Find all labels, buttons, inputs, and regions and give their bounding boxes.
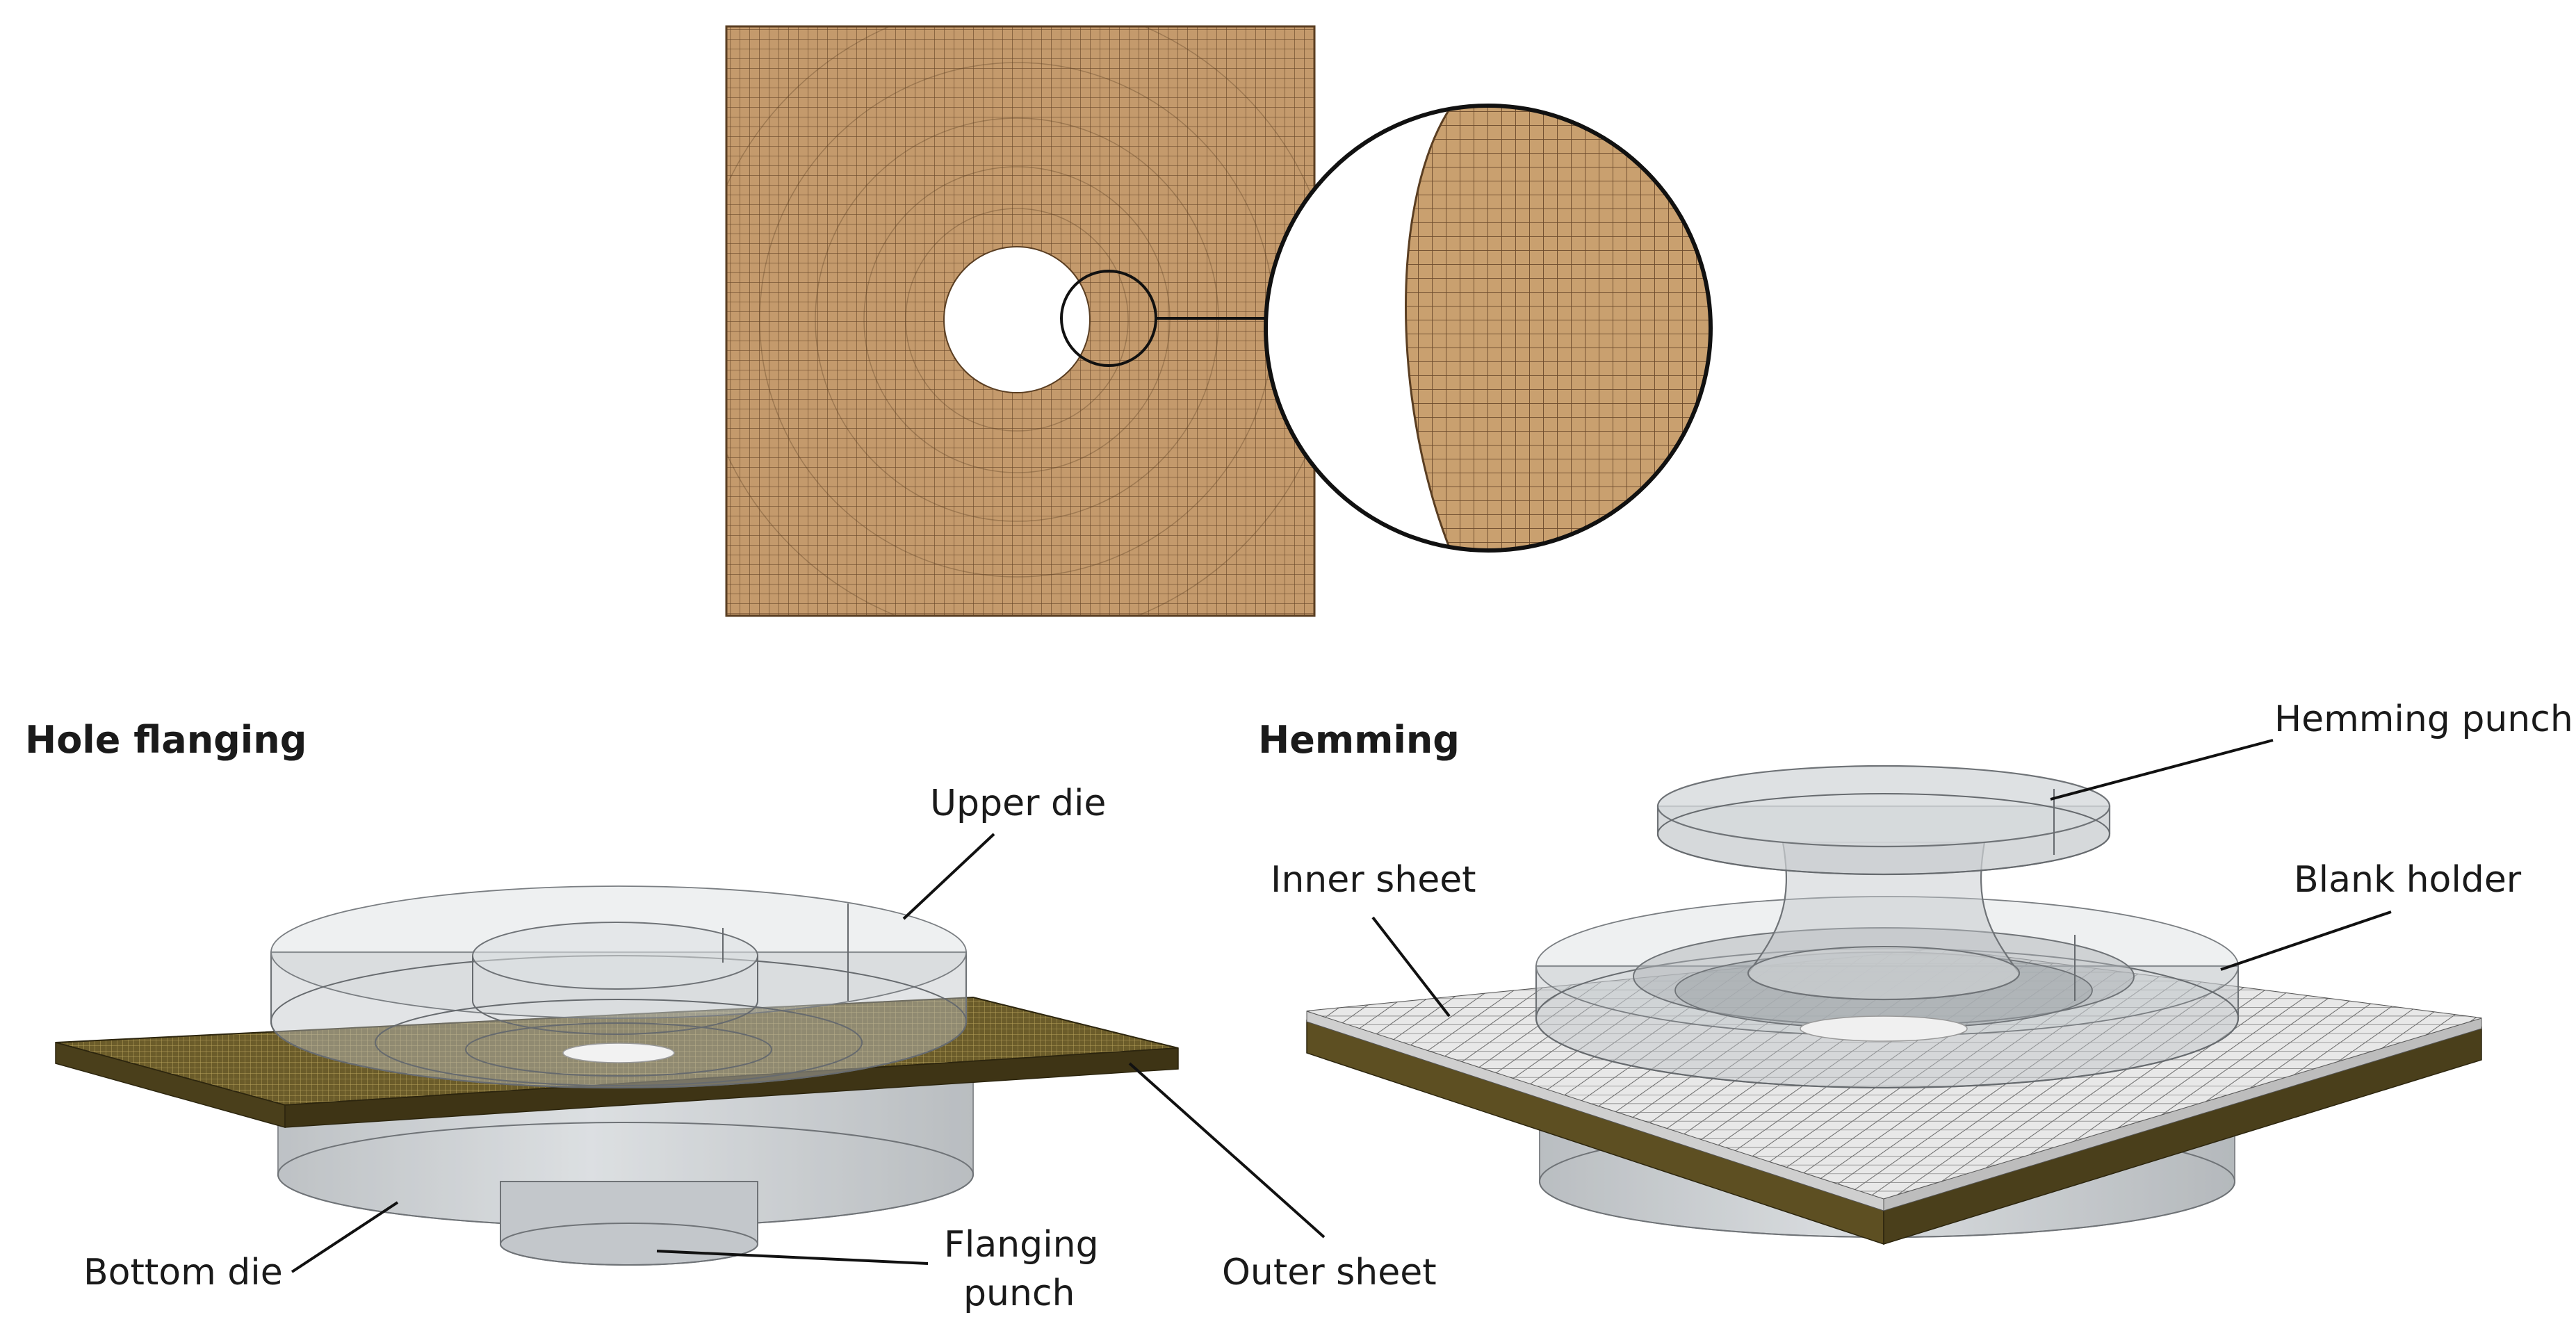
hemming-punch-label: Hemming punch [2274,698,2573,740]
flanging-punch-leader [656,1250,929,1265]
outer-sheet-label: Outer sheet [1222,1252,1437,1293]
meshed-square-plate-with-hole-icon [725,25,1316,617]
upper-die-leader [902,833,995,920]
blank-holder-label: Blank holder [2294,859,2522,901]
upper-die-label: Upper die [930,783,1106,824]
hemming-punch-leader [2050,739,2274,801]
inner-sheet-label: Inner sheet [1271,859,1476,901]
hemming-title: Hemming [1258,718,1460,762]
magnified-mesh-detail-icon [1264,104,1713,553]
bottom-die-leader [291,1201,399,1273]
blank-holder-leader [2220,910,2392,971]
inner-sheet-leader [1371,916,1451,1018]
flanging-punch-label-line1: Flanging [944,1224,1099,1266]
hole-flanging-tool-assembly-icon [55,885,1179,1266]
bottom-die-label: Bottom die [83,1252,283,1293]
flanging-punch-label-line2: punch [963,1273,1075,1314]
outer-sheet-leader [1128,1062,1326,1239]
hemming-tool-assembly-icon [1306,765,2482,1245]
hole-flanging-title: Hole flanging [25,718,307,762]
